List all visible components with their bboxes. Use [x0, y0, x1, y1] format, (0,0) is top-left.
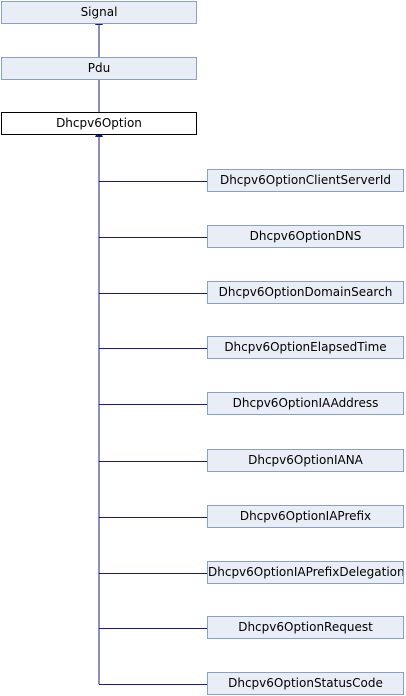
- class-node-iana[interactable]: Dhcpv6OptionIANA: [207, 449, 404, 472]
- class-node-iaaddress[interactable]: Dhcpv6OptionIAAddress: [207, 392, 404, 415]
- class-node-pdu[interactable]: Pdu: [1, 57, 197, 80]
- class-node-statuscode[interactable]: Dhcpv6OptionStatusCode: [207, 672, 404, 695]
- class-node-iaprefixdelegation[interactable]: Dhcpv6OptionIAPrefixDelegation: [207, 561, 404, 584]
- class-node-request[interactable]: Dhcpv6OptionRequest: [207, 616, 404, 639]
- class-node-clientserverid[interactable]: Dhcpv6OptionClientServerId: [207, 169, 404, 192]
- class-node-signal[interactable]: Signal: [1, 1, 197, 24]
- class-node-dns[interactable]: Dhcpv6OptionDNS: [207, 225, 404, 248]
- class-node-iaprefix[interactable]: Dhcpv6OptionIAPrefix: [207, 505, 404, 528]
- class-node-dhcpv6option: Dhcpv6Option: [1, 112, 197, 135]
- class-node-elapsedtime[interactable]: Dhcpv6OptionElapsedTime: [207, 336, 404, 359]
- edge-branches: [99, 181, 207, 685]
- class-node-domainsearch[interactable]: Dhcpv6OptionDomainSearch: [207, 281, 404, 304]
